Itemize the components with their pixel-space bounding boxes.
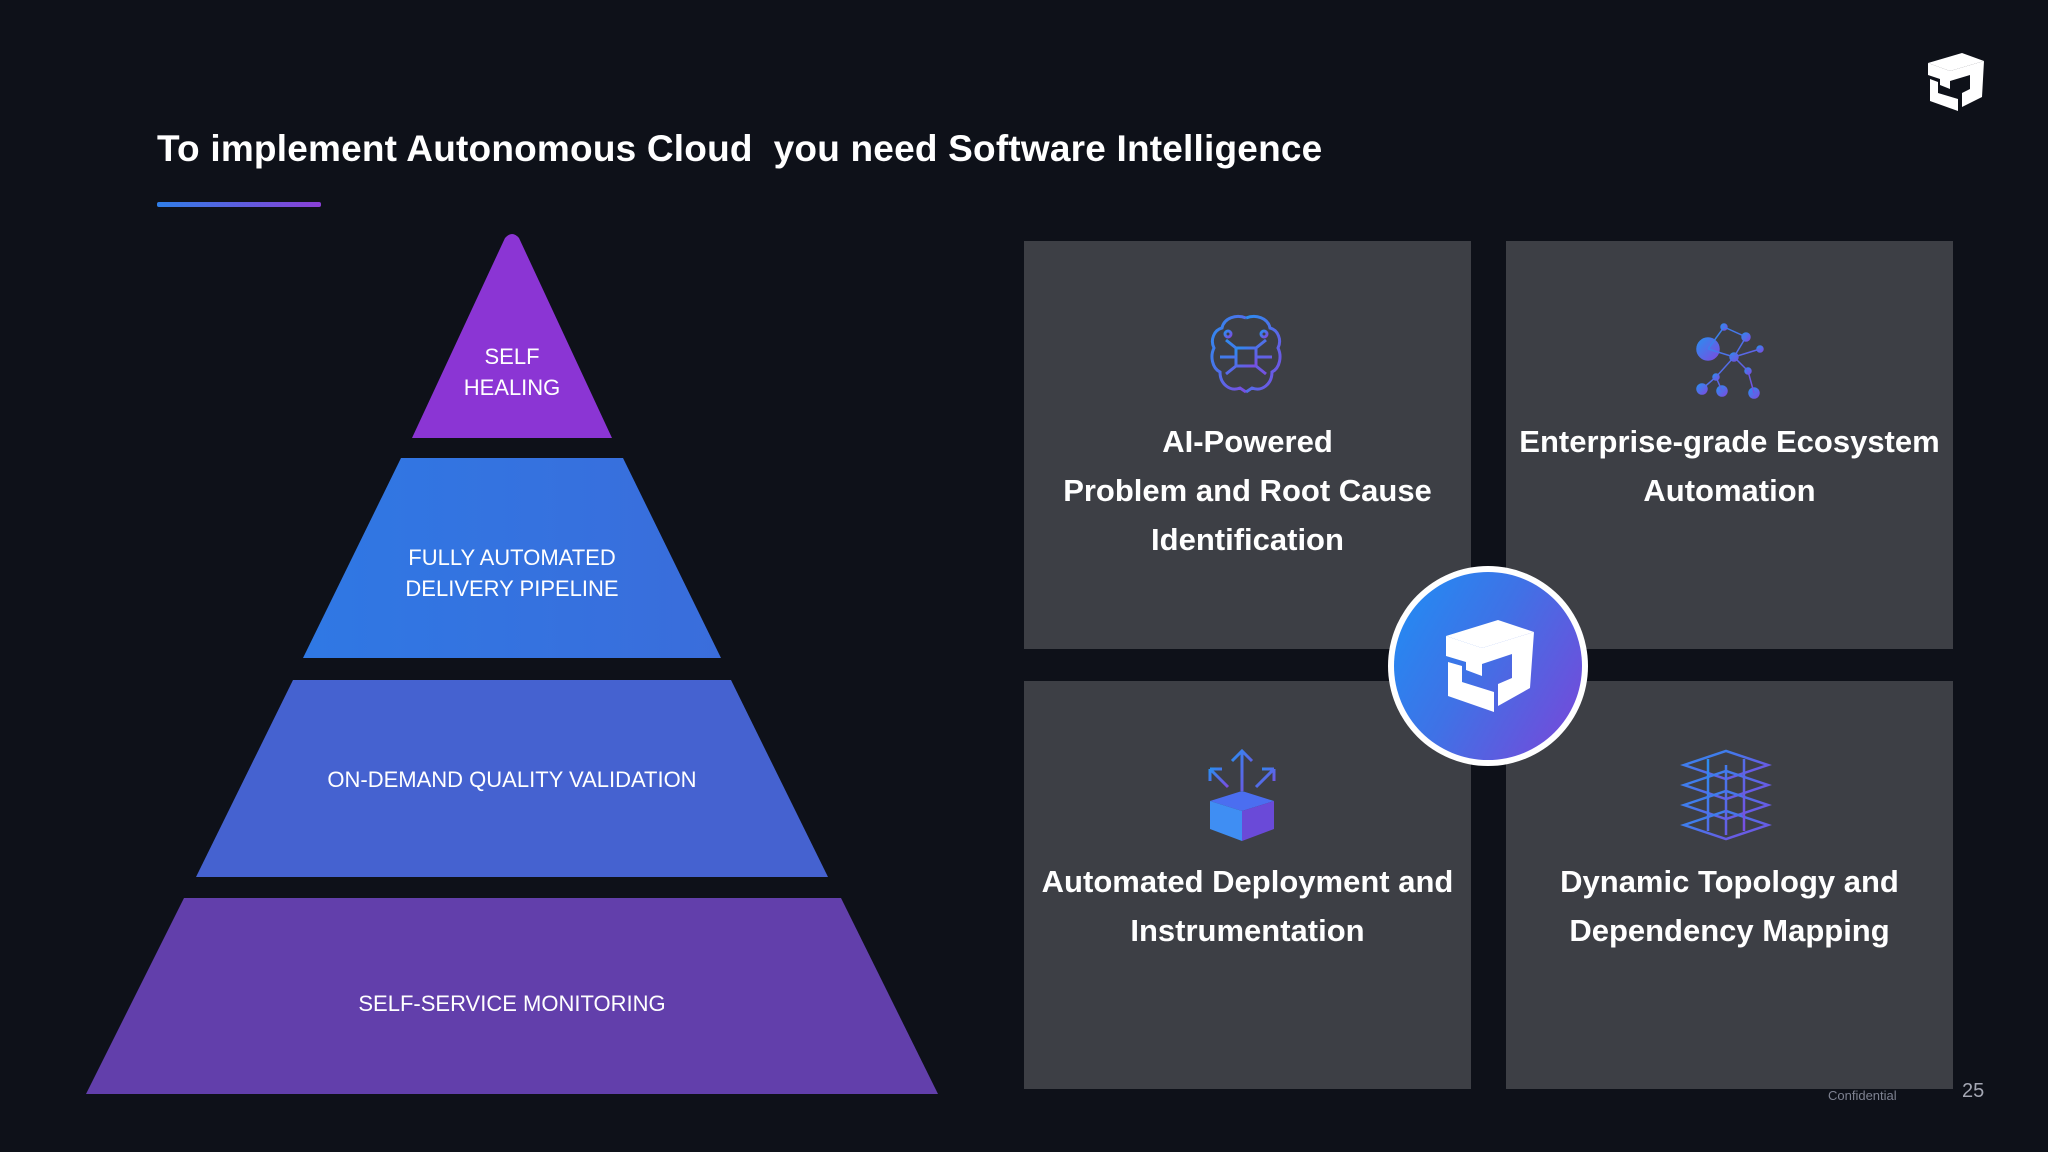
confidential-label: Confidential (1828, 1088, 1897, 1103)
pyramid-level-monitoring (86, 898, 938, 1094)
card-title-line: Problem and Root Cause (1063, 473, 1432, 508)
page-number: 25 (1962, 1080, 1985, 1102)
feature-card-title: AI-Powered Problem and Root Cause Identi… (1024, 417, 1471, 564)
pyramid-label-delivery-pipeline: FULLY AUTOMATED DELIVERY PIPELINE (312, 542, 712, 604)
brand-cube-logo (1928, 53, 1984, 111)
pyramid-level-self-healing (412, 234, 612, 438)
pyramid-label-line: HEALING (463, 375, 561, 400)
feature-card-title: Enterprise-grade Ecosystem Automation (1506, 417, 1953, 515)
pyramid-label-monitoring: SELF-SERVICE MONITORING (262, 988, 762, 1019)
pyramid-diagram (86, 234, 938, 1094)
feature-card-ecosystem: Enterprise-grade Ecosystem Automation (1506, 241, 1953, 649)
network-ecosystem-icon (1696, 323, 1764, 399)
pyramid-level-quality-validation (196, 680, 828, 877)
pyramid-label-self-healing: SELF HEALING (412, 341, 612, 403)
card-title-line: Automation (1643, 473, 1816, 508)
brain-circuit-icon (1210, 314, 1282, 394)
title-underline (157, 202, 321, 207)
pyramid-label-line: DELIVERY PIPELINE (405, 576, 619, 601)
card-title-line: Identification (1151, 522, 1344, 557)
pyramid-label-line: FULLY AUTOMATED (408, 545, 616, 570)
feature-card-title: Dynamic Topology and Dependency Mapping (1506, 857, 1953, 955)
pyramid-level-delivery-pipeline (303, 458, 721, 658)
card-title-line: Dynamic Topology and (1560, 864, 1899, 899)
pyramid-label-line: SELF (484, 344, 540, 369)
feature-card-deployment: Automated Deployment and Instrumentation (1024, 681, 1471, 1089)
card-title-line: Automated Deployment and (1041, 864, 1454, 899)
center-logo-circle (1394, 572, 1582, 760)
card-title-line: Dependency Mapping (1569, 913, 1890, 948)
feature-card-topology: Dynamic Topology and Dependency Mapping (1506, 681, 1953, 1089)
feature-card-title: Automated Deployment and Instrumentation (1024, 857, 1471, 955)
center-logo-badge (1388, 566, 1588, 766)
brand-cube-icon (1446, 620, 1534, 712)
feature-card-ai-root-cause: AI-Powered Problem and Root Cause Identi… (1024, 241, 1471, 649)
pyramid-label-line: ON-DEMAND QUALITY VALIDATION (327, 767, 697, 792)
topology-layers-icon (1680, 749, 1772, 841)
card-title-line: AI-Powered (1162, 424, 1333, 459)
pyramid-label-line: SELF-SERVICE MONITORING (358, 991, 666, 1016)
pyramid-label-quality-validation: ON-DEMAND QUALITY VALIDATION (262, 764, 762, 795)
deploy-box-icon (1208, 748, 1276, 841)
card-title-line: Instrumentation (1130, 913, 1365, 948)
card-title-line: Enterprise-grade Ecosystem (1519, 424, 1940, 459)
slide-title: To implement Autonomous Cloud you need S… (157, 128, 1323, 169)
